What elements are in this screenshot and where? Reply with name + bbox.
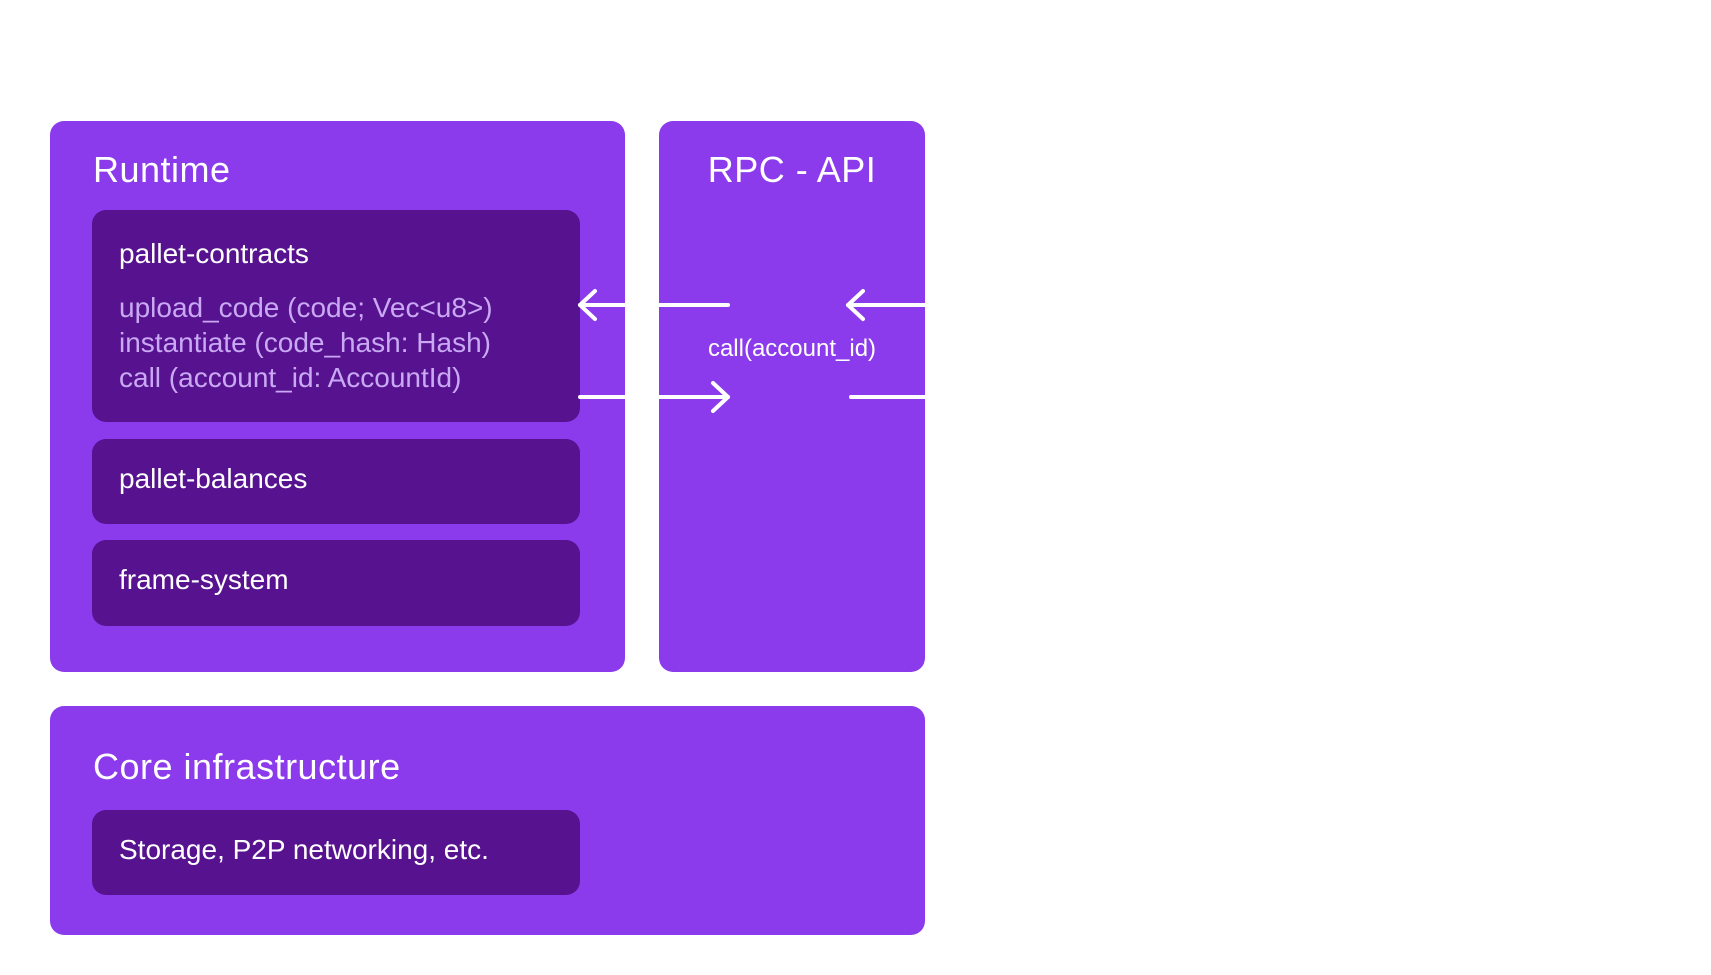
core-infrastructure-panel: Core infrastructure Storage, P2P network… <box>50 706 925 935</box>
method-call: call (account_id: AccountId) <box>119 362 462 393</box>
method-instantiate: instantiate (code_hash: Hash) <box>119 327 491 358</box>
method-upload-code: upload_code (code; Vec<u8>) <box>119 292 493 323</box>
pallet-balances-title: pallet-balances <box>119 463 308 494</box>
core-infrastructure-title: Core infrastructure <box>93 746 401 787</box>
frame-system-title: frame-system <box>119 564 289 595</box>
pallet-contracts-box: pallet-contracts upload_code (code; Vec<… <box>92 210 580 422</box>
runtime-title: Runtime <box>93 149 231 190</box>
pallet-balances-box: pallet-balances <box>92 439 580 524</box>
contract-method-list: upload_code (code; Vec<u8>) instantiate … <box>119 290 493 395</box>
storage-networking-title: Storage, P2P networking, etc. <box>119 834 489 865</box>
call-account-id-label: call(account_id) <box>707 335 877 362</box>
rpc-api-panel: RPC - API call(account_id) <box>659 121 925 672</box>
storage-networking-box: Storage, P2P networking, etc. <box>92 810 580 895</box>
pallet-contracts-title: pallet-contracts <box>119 238 309 269</box>
frame-system-box: frame-system <box>92 540 580 626</box>
runtime-panel: Runtime pallet-contracts upload_code (co… <box>50 121 625 672</box>
rpc-api-title: RPC - API <box>707 149 877 190</box>
